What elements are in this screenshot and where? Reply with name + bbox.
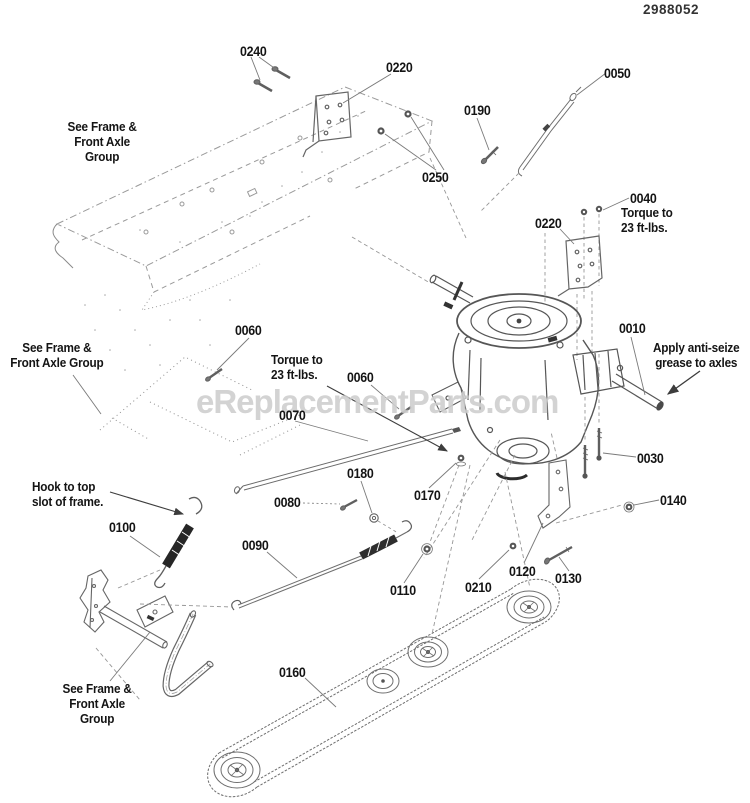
nut-0210 — [478, 542, 517, 580]
note-torque-right: Torque to 23 ft-lbs. — [621, 206, 673, 235]
callout-0120: 0120 — [509, 564, 536, 579]
nut-0110 — [403, 543, 433, 584]
rod-0050 — [479, 72, 607, 213]
callout-0060-right: 0060 — [347, 370, 374, 385]
document-number: 2988052 — [643, 2, 700, 17]
note-torque-center: Torque to 23 ft-lbs. — [271, 353, 323, 382]
screw-0080 — [302, 498, 358, 511]
frame-mid-dotted — [72, 356, 303, 456]
callout-0130: 0130 — [555, 571, 582, 586]
screws-0240 — [250, 56, 291, 93]
callout-0040: 0040 — [630, 191, 657, 206]
nuts-0250 — [377, 110, 445, 171]
bolt-0130 — [544, 545, 573, 572]
callout-0140: 0140 — [660, 493, 687, 508]
callout-0180: 0180 — [347, 466, 374, 481]
callout-0080: 0080 — [274, 495, 301, 510]
axle-0010-pointers — [630, 336, 701, 396]
callout-0220-top: 0220 — [386, 60, 413, 75]
screw-0190 — [476, 117, 499, 165]
nuts-0040 — [580, 197, 630, 300]
nut-0170 — [326, 385, 466, 543]
note-hook: Hook to top slot of frame. — [32, 480, 104, 509]
hanger-assembly — [79, 569, 233, 701]
spring-0090 — [231, 520, 413, 611]
callout-0030: 0030 — [637, 451, 664, 466]
note-see-frame-bottom: See Frame & Front Axle Group — [62, 682, 132, 726]
bracket-0220-top — [302, 73, 392, 158]
frame-top-outline — [52, 86, 434, 311]
callout-0160: 0160 — [279, 665, 306, 680]
callout-0070: 0070 — [279, 408, 306, 423]
note-see-frame-top: See Frame & Front Axle Group — [67, 120, 137, 164]
bolts-0030 — [582, 354, 637, 479]
callout-0100: 0100 — [109, 520, 136, 535]
note-anti-seize: Apply anti-seize grease to axles — [653, 341, 740, 370]
callout-0190: 0190 — [464, 103, 491, 118]
washer-0180 — [360, 480, 399, 534]
speckle-texture — [84, 115, 359, 371]
callout-0220-right: 0220 — [535, 216, 562, 231]
bracket-0220-right — [557, 228, 603, 360]
watermark-text: eReplacementParts.com — [196, 383, 559, 420]
callout-0110: 0110 — [390, 583, 416, 598]
callout-0210: 0210 — [465, 580, 492, 595]
callout-0090: 0090 — [242, 538, 269, 553]
screws-0060 — [205, 337, 412, 420]
nut-0140 — [555, 499, 660, 524]
bracket-0120 — [423, 431, 571, 564]
belt-and-pulleys-0160 — [207, 464, 560, 798]
callout-0250: 0250 — [422, 170, 449, 185]
callout-0010: 0010 — [619, 321, 646, 336]
transaxle-assembly — [351, 157, 664, 481]
callout-0240: 0240 — [240, 44, 267, 59]
note-see-frame-mid: See Frame & Front Axle Group — [10, 341, 104, 370]
callout-0060-left: 0060 — [235, 323, 262, 338]
callout-0170: 0170 — [414, 488, 441, 503]
callout-0050: 0050 — [604, 66, 631, 81]
spring-0100 — [109, 491, 203, 589]
rod-0070 — [233, 420, 461, 495]
